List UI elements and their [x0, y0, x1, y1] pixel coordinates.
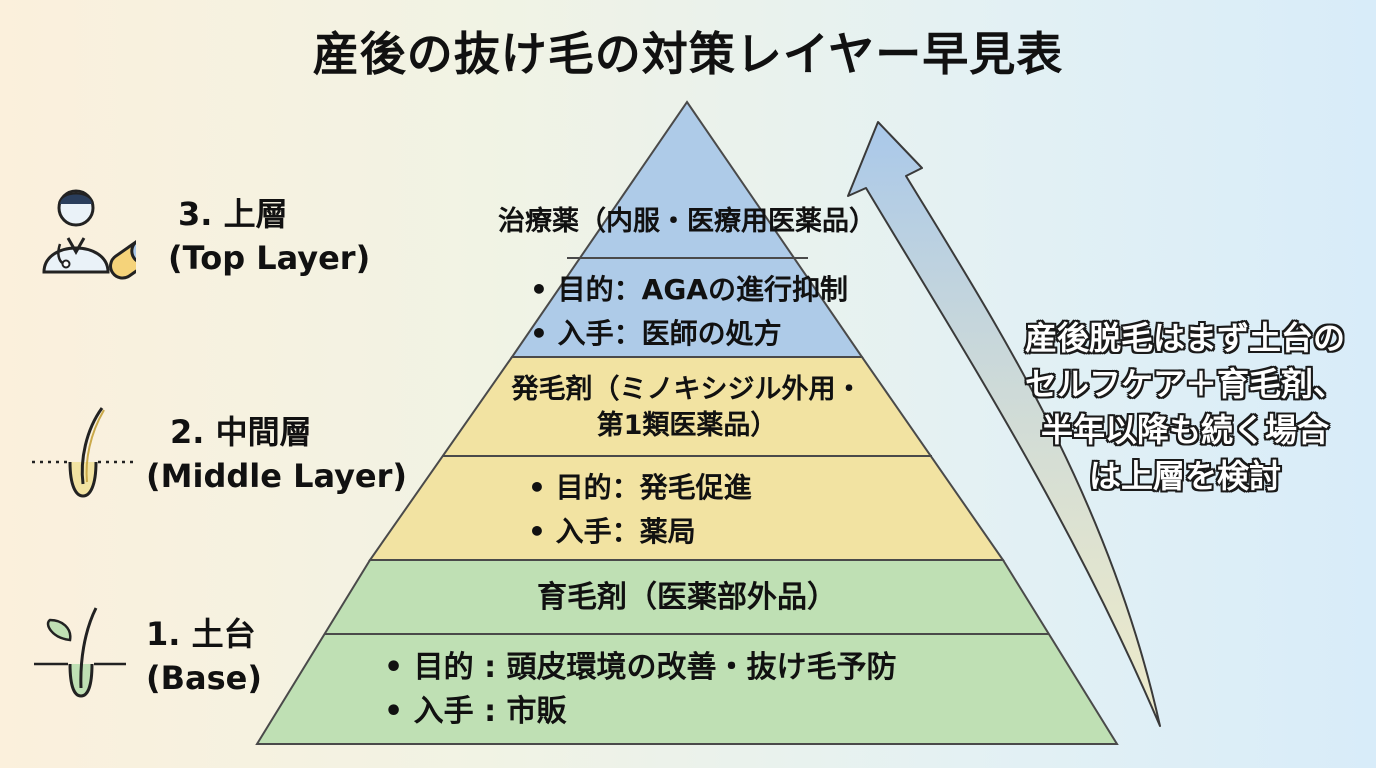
- top-tier-title: 治療薬（内服・医療用医薬品）: [498, 206, 876, 237]
- hair-follicle-icon: [32, 407, 134, 498]
- doctor-with-pill-icon: [42, 189, 136, 280]
- layer-label-base-en: (Base): [146, 659, 262, 697]
- sprout-follicle-icon: [34, 607, 126, 698]
- layer-label-base: 1. 土台 (Base): [146, 612, 262, 700]
- side-note-line3: 半年以降も続く場合: [1040, 411, 1329, 449]
- top-tier-bullet-purpose: 目的：AGAの進行抑制: [530, 268, 848, 312]
- middle-tier-title-line2: 第1類医薬品）: [596, 410, 778, 441]
- middle-tier-bullet-source: 入手：薬局: [528, 510, 752, 554]
- middle-tier-bullets: 目的：発毛促進 入手：薬局: [528, 466, 752, 554]
- layer-label-top: 3. 上層 (Top Layer): [168, 192, 370, 280]
- middle-tier-title: 発毛剤（ミノキシジル外用・ 第1類医薬品）: [470, 372, 904, 444]
- base-tier-bullet-purpose: 目的 : 頭皮環境の改善・抜け毛予防: [384, 646, 897, 690]
- base-tier-bullets: 目的 : 頭皮環境の改善・抜け毛予防 入手 : 市販: [384, 646, 897, 734]
- side-note: 産後脱毛はまず土台の セルフケア＋育毛剤、 半年以降も続く場合 は上層を検討: [1000, 315, 1370, 499]
- layer-label-top-en: (Top Layer): [168, 239, 371, 277]
- middle-tier-bullet-purpose: 目的：発毛促進: [528, 466, 752, 510]
- layer-label-top-num: 3. 上層: [178, 195, 288, 233]
- side-note-line4: は上層を検討: [1088, 457, 1281, 495]
- top-tier-bullets: 目的：AGAの進行抑制 入手：医師の処方: [530, 268, 848, 356]
- base-tier-bullet-source: 入手 : 市販: [384, 690, 897, 734]
- middle-tier-title-line1: 発毛剤（ミノキシジル外用・: [511, 374, 863, 405]
- page-title: 産後の抜け毛の対策レイヤー早見表: [312, 27, 1064, 81]
- base-tier-title: 育毛剤（医薬部外品）: [537, 580, 837, 615]
- side-note-line1: 産後脱毛はまず土台の: [1024, 319, 1345, 357]
- layer-label-middle-en: (Middle Layer): [146, 457, 408, 495]
- layer-label-base-num: 1. 土台: [146, 615, 256, 653]
- layer-label-middle-num: 2. 中間層: [170, 413, 312, 451]
- top-tier-bullet-source: 入手：医師の処方: [530, 312, 848, 356]
- upward-curved-arrow-icon: [847, 121, 1161, 727]
- layer-label-middle: 2. 中間層 (Middle Layer): [146, 410, 407, 498]
- side-note-line2: セルフケア＋育毛剤、: [1024, 365, 1345, 403]
